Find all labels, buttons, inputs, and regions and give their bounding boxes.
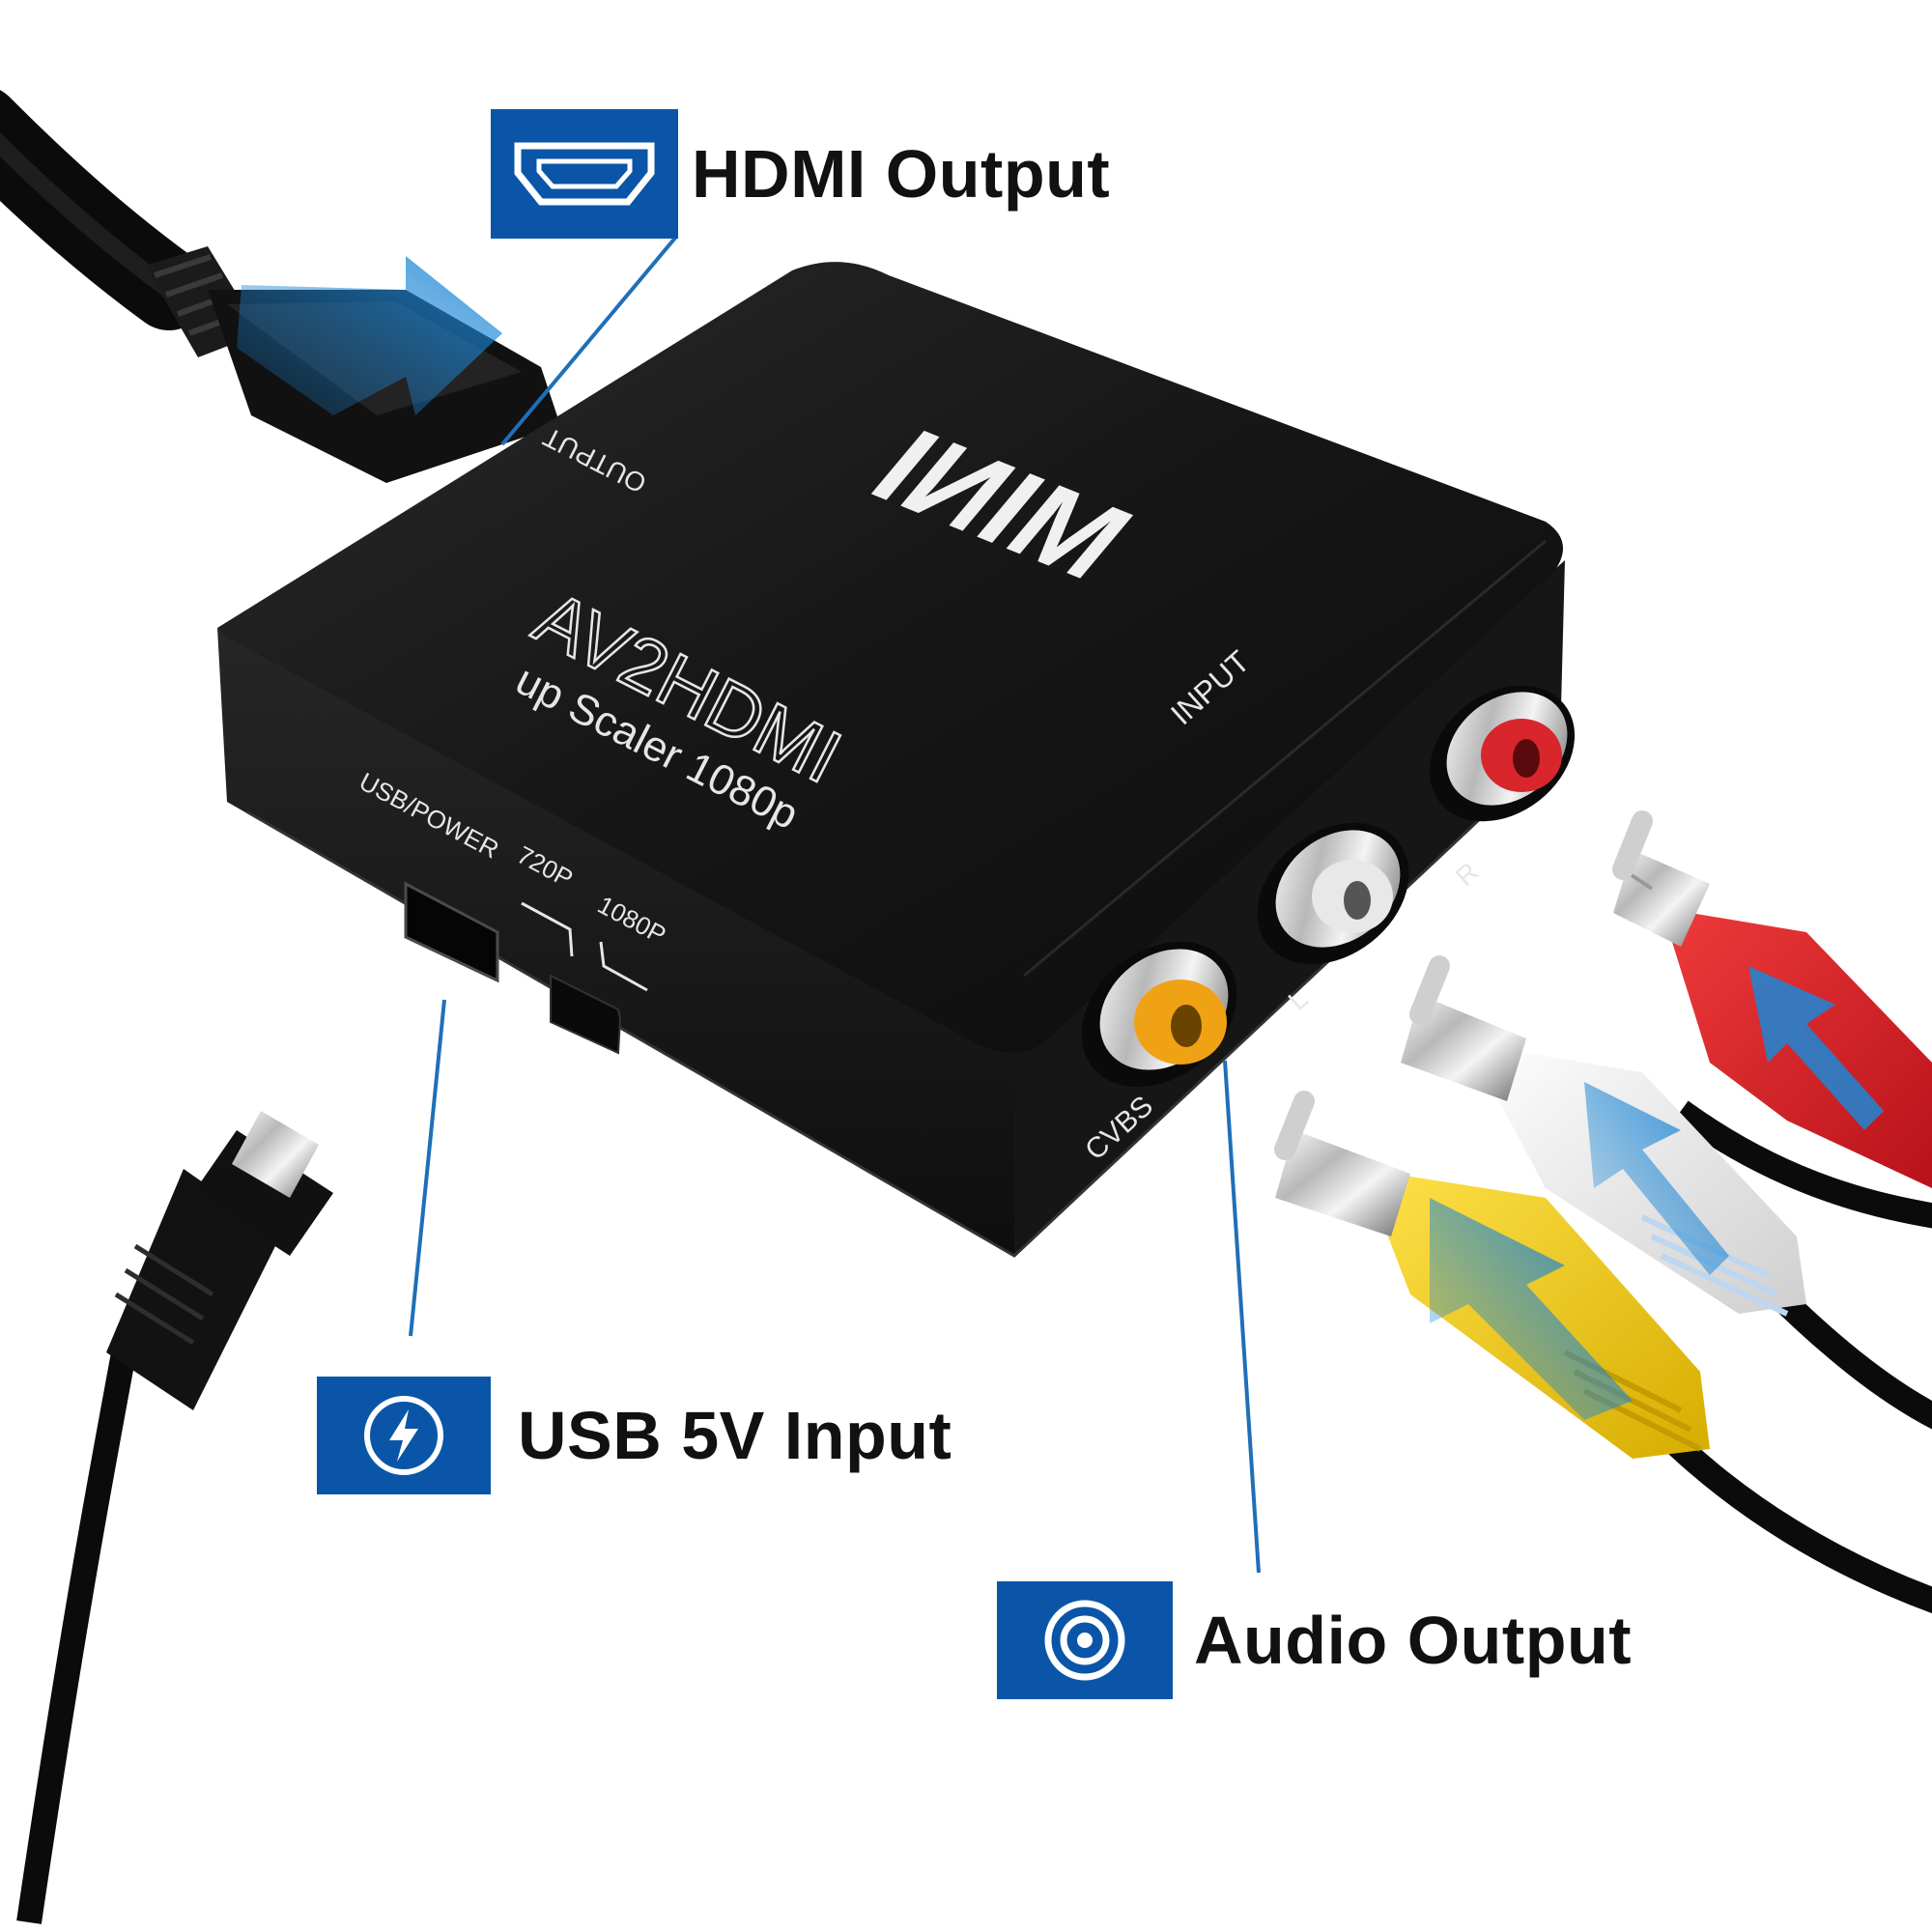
usb-input-callout: USB 5V Input	[317, 1377, 952, 1494]
white-plug-arrow	[1584, 1082, 1729, 1275]
rca-jack-r	[1429, 685, 1576, 822]
jack-r-label: R	[1450, 857, 1485, 893]
audio-output-label: Audio Output	[1194, 1603, 1633, 1678]
hdmi-output-badge	[491, 109, 678, 239]
callout-leader-lines	[409, 235, 1261, 1574]
rca-jack-cvbs	[1081, 941, 1237, 1088]
concentric-circles-icon	[1044, 1600, 1125, 1681]
red-plug-arrow	[1748, 966, 1884, 1130]
audio-leader-line	[1223, 1060, 1261, 1574]
rca-jack-l	[1257, 822, 1409, 965]
usb-input-label: USB 5V Input	[518, 1398, 952, 1473]
resolution-switch	[550, 974, 622, 1055]
audio-output-badge	[997, 1581, 1173, 1699]
hdmi-leader-line	[500, 235, 678, 446]
hdmi-port-icon	[514, 142, 655, 206]
hdmi-direction-arrow	[237, 256, 502, 415]
hdmi-output-label: HDMI Output	[692, 136, 1111, 212]
yellow-plug-arrow	[1430, 1198, 1633, 1420]
audio-output-callout: Audio Output	[997, 1581, 1632, 1699]
device-top-surface	[217, 262, 1563, 1054]
mini-usb-cable	[16, 1111, 333, 1924]
av2hdmi-converter-box: MINI AV2HDMI up Scaler 1080p OUTPUT INPU…	[217, 262, 1576, 1258]
lightning-bolt-icon	[364, 1396, 443, 1475]
hdmi-output-callout: HDMI Output	[491, 109, 1110, 239]
usb-leader-line	[409, 999, 446, 1337]
device-front-side	[217, 628, 1014, 1256]
usb-input-badge	[317, 1377, 491, 1494]
mini-usb-port	[404, 881, 499, 983]
